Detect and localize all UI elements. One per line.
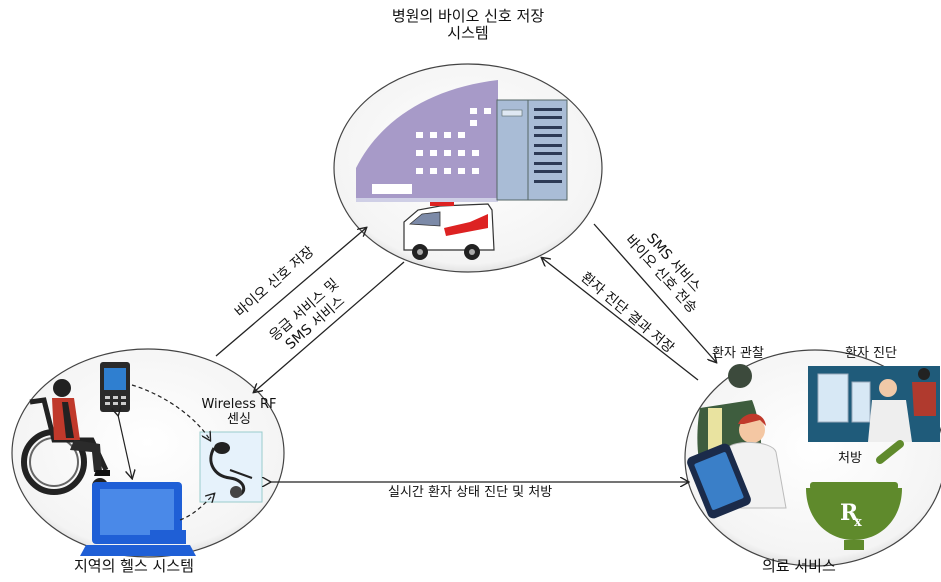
computer-to-sensor-dashed	[179, 494, 214, 521]
wireless-rf-line2: 센싱	[227, 411, 251, 427]
edge-arrow-medical-to-hospital	[542, 258, 699, 381]
edge-arrow-hospital-to-local	[254, 261, 405, 392]
local-node-title: 지역의 헬스 시스템	[74, 557, 194, 575]
hospital-building-icon	[356, 80, 498, 202]
svg-text:x: x	[854, 515, 862, 530]
tablet-device-icon	[687, 443, 751, 519]
hospital-title-line1: 병원의 바이오 신호 저장	[391, 7, 545, 25]
wireless-rf-label: Wireless RF 센싱	[194, 397, 284, 428]
mortar-pestle-rx-icon: R x	[806, 440, 904, 550]
edge-label-local-medical: 실시간 환자 상태 진단 및 처방	[388, 485, 553, 500]
hospital-node-title: 병원의 바이오 신호 저장 시스템	[368, 7, 568, 43]
diagnosis-team-icon	[808, 366, 940, 442]
rf-sensor-icon	[199, 431, 263, 503]
medical-node-title: 의료 서비스	[762, 557, 836, 575]
mobile-phone-icon	[100, 362, 130, 412]
phone-to-computer-arrow	[118, 415, 132, 478]
wheelchair-user-icon	[21, 379, 110, 495]
patient-observe-label: 환자 관찰	[712, 346, 764, 361]
local-node-circle	[11, 348, 285, 558]
hospital-title-line2: 시스템	[447, 24, 489, 43]
ambulance-icon	[403, 202, 495, 260]
prescribe-label: 처방	[838, 451, 862, 466]
computer-icon	[80, 482, 196, 556]
edge-arrow-local-to-hospital	[215, 228, 366, 357]
patient-diagnose-label: 환자 진단	[845, 346, 897, 361]
wireless-rf-line1: Wireless RF	[201, 397, 277, 412]
edge-arrow-hospital-to-medical	[593, 223, 716, 362]
server-rack-icon	[496, 99, 568, 201]
svg-text:R: R	[840, 500, 859, 526]
